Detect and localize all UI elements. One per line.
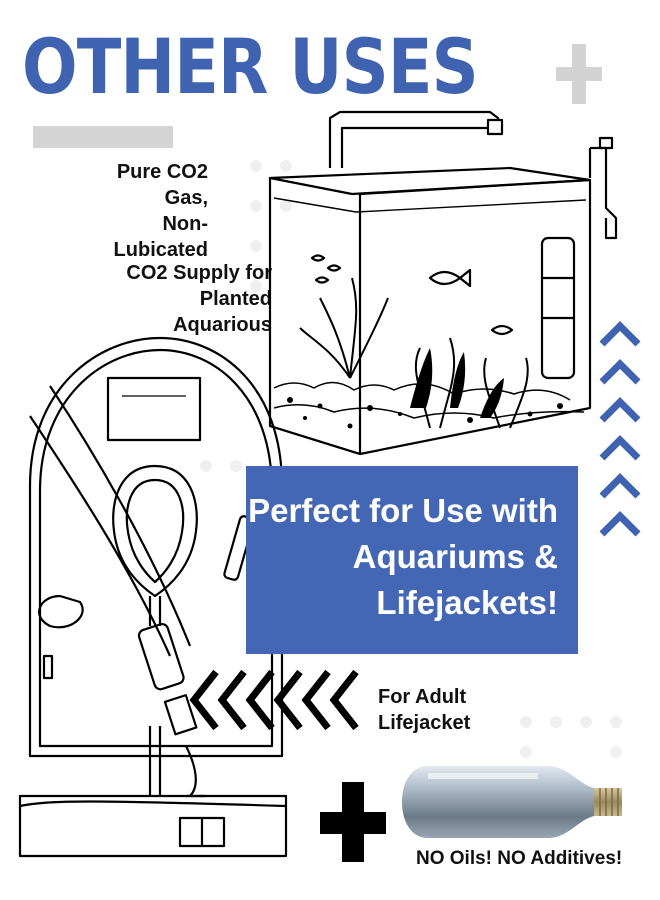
gas-label-line-2: Non-Lubicated (113, 213, 208, 261)
banner-line-2: Aquariums & (352, 538, 558, 575)
lifejacket-label-line-2: Lifejacket (378, 712, 471, 734)
banner-line-1: Perfect for Use with (248, 492, 558, 529)
banner-line-3: Lifejackets! (376, 584, 558, 621)
supply-label-line-2: Planted Aquarious (173, 288, 272, 336)
chevron-left-icon-row (189, 669, 359, 731)
no-oils-label: NO Oils! NO Additives! (416, 848, 623, 869)
co2-cartridge (402, 766, 622, 838)
gas-label-line-1: Pure CO2 Gas, (116, 161, 208, 209)
promo-banner: Perfect for Use with Aquariums & Lifejac… (246, 466, 578, 654)
lifejacket-label: For Adult Lifejacket (378, 684, 470, 736)
supply-label-line-1: CO2 Supply for (126, 262, 272, 284)
chevron-up-icon-stack (599, 321, 641, 537)
plus-icon-black (320, 782, 386, 862)
lifejacket-illustration (18, 336, 288, 858)
lifejacket-label-line-1: For Adult (378, 686, 467, 708)
page-title: OTHER USES (22, 22, 479, 111)
plus-icon (556, 44, 602, 104)
gray-divider-bar (33, 126, 173, 148)
supply-label: CO2 Supply for Planted Aquarious (100, 260, 272, 338)
aquarium-illustration (268, 110, 618, 456)
gas-label: Pure CO2 Gas, Non-Lubicated (72, 159, 208, 263)
